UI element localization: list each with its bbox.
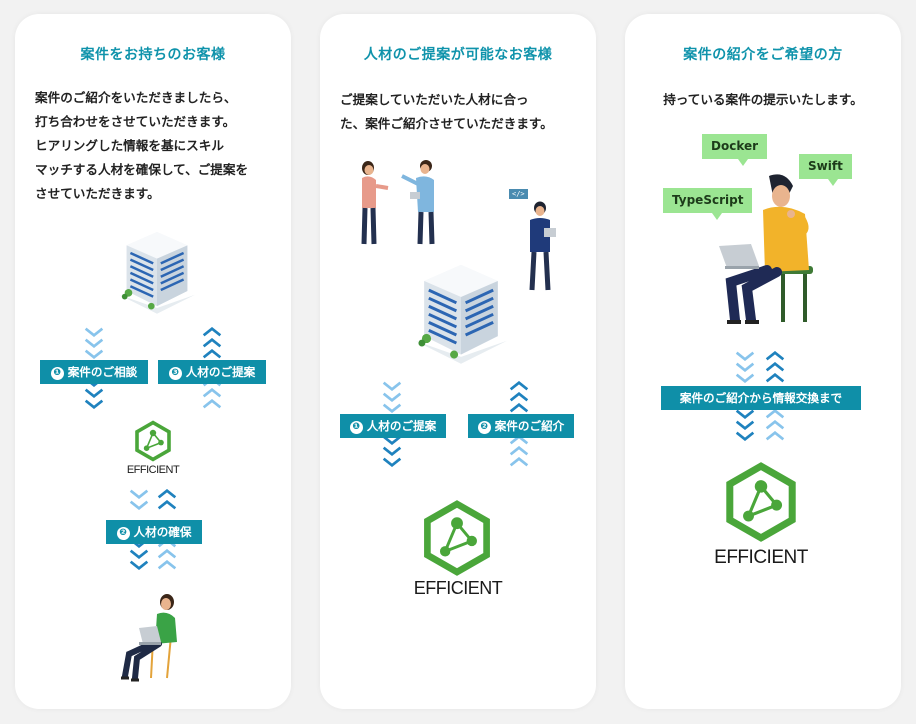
step-number: ❶ (349, 421, 363, 434)
step-text: 人材のご提案 (366, 419, 437, 433)
panel-title: 人材のご提案が可能なお客様 (363, 47, 553, 63)
skill-bubble-typescript: TypeScript (663, 188, 753, 220)
efficient-logo-icon (133, 420, 173, 462)
office-building-icon (415, 260, 507, 364)
skill-bubble-docker: Docker (702, 134, 768, 166)
step-number: ❷ (116, 527, 130, 540)
panel-description: 案件のご紹介をいただきましたら、 打ち合わせをさせていただきます。 ヒアリングし… (35, 90, 249, 201)
brand-name: EFFICIENT (714, 547, 808, 568)
panel-description: 持っている案件の提示いたします。 (663, 92, 863, 107)
label-project-to-info-exchange: 案件のご紹介から情報交換まで (661, 386, 861, 410)
panel-title: 案件をお持ちのお客様 (80, 47, 226, 63)
efficient-logo-icon (722, 459, 800, 545)
step-number: ❸ (168, 367, 182, 380)
panel-talent-providers: 人材のご提案が可能なお客様 ご提案していただいた人材に合っ た、案件ご紹介させて… (320, 14, 596, 709)
brand-name: EFFICIENT (413, 578, 503, 598)
office-building-icon (119, 227, 195, 315)
man-with-laptop-icon (719, 174, 813, 324)
panel-project-owners: 案件をお持ちのお客様 案件のご紹介をいただきましたら、 打ち合わせをさせていただ… (15, 14, 291, 709)
step-text: 案件のご紹介 (494, 419, 565, 433)
step-text: 人材の確保 (133, 525, 192, 539)
panel-title: 案件の紹介をご希望の方 (683, 47, 843, 63)
skill-bubble-swift: Swift (799, 154, 852, 186)
business-people-meeting-icon (361, 160, 435, 245)
panel-description: ご提案していただいた人材に合っ た、案件ご紹介させていただきます。 (340, 92, 553, 131)
engineer-person-icon (529, 201, 556, 291)
efficient-logo-icon (420, 498, 494, 578)
woman-with-laptop-icon (121, 594, 177, 682)
step-text: 案件のご相談 (67, 365, 138, 379)
step-number: ❶ (50, 367, 64, 380)
step-number: ❷ (477, 421, 491, 434)
step-text: 人材のご提案 (185, 365, 256, 379)
code-tag-icon: </> (509, 189, 528, 199)
brand-name: EFFICIENT (126, 464, 180, 476)
panel-project-seekers: 案件の紹介をご希望の方 持っている案件の提示いたします。 Docker Swif… (625, 14, 901, 709)
